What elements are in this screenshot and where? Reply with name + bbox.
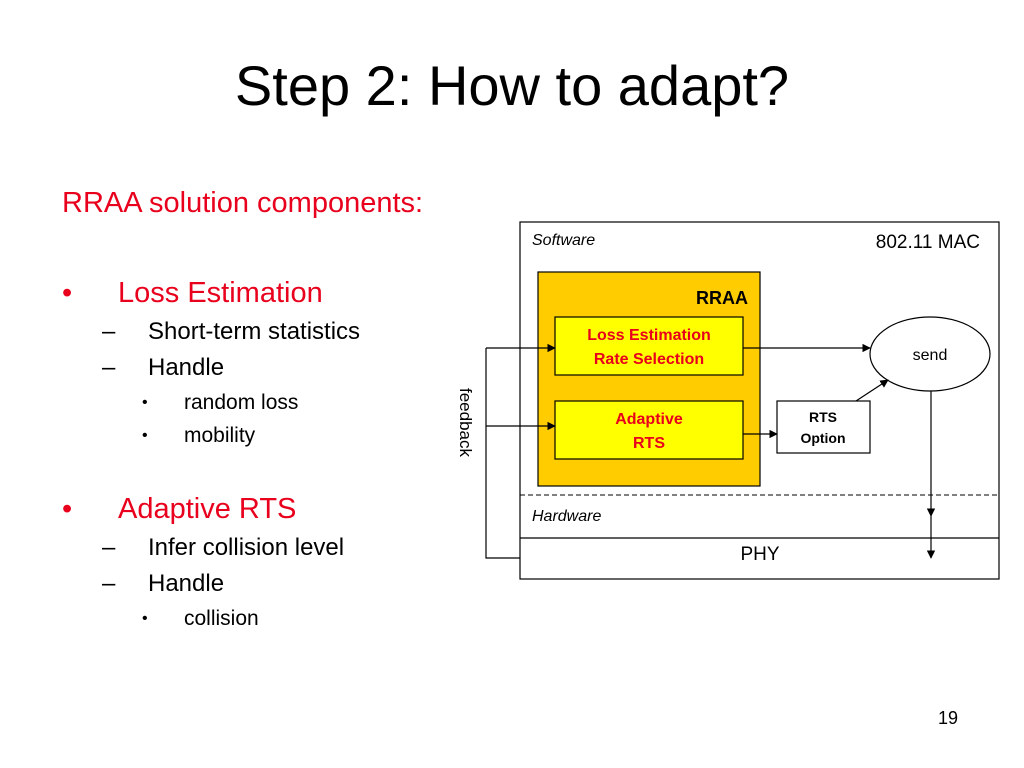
point-random-loss: • random loss	[62, 390, 502, 415]
rts-option-line1: RTS	[809, 409, 837, 425]
sub-bullet-marker: •	[142, 427, 148, 444]
adaptive-rts-box	[554, 400, 744, 460]
adaptive-label: Adaptive	[615, 411, 683, 428]
hardware-label: Hardware	[532, 508, 601, 525]
rts-option-line2: Option	[800, 430, 845, 446]
subitem-label: Handle	[148, 354, 225, 381]
point-collision: • collision	[62, 606, 502, 631]
dash-marker: –	[102, 318, 116, 345]
rate-selection-label: Rate Selection	[594, 351, 704, 368]
bullet-marker: •	[62, 493, 73, 525]
rraa-label: RRAA	[696, 288, 748, 308]
subitem-handle: – Handle	[62, 354, 502, 382]
phy-label: PHY	[740, 544, 779, 565]
subitem-label: Short-term statistics	[148, 318, 361, 345]
subitem-short-term-statistics: – Short-term statistics	[62, 318, 502, 346]
bullet-list: RRAA solution components: • Loss Estimat…	[62, 186, 502, 631]
bullet-label: Adaptive RTS	[118, 493, 297, 525]
rts-option-to-send-arrow	[855, 379, 889, 402]
point-mobility: • mobility	[62, 423, 502, 448]
rts-option-box	[776, 400, 871, 454]
slide-title: Step 2: How to adapt?	[234, 54, 790, 117]
send-label: send	[913, 347, 948, 364]
dash-marker: –	[102, 354, 116, 381]
feedback-line	[485, 348, 520, 559]
dash-marker: –	[102, 534, 116, 561]
subitem-handle: – Handle	[62, 570, 502, 598]
point-label: collision	[184, 607, 259, 630]
dash-marker: –	[102, 570, 116, 597]
send-node	[869, 316, 991, 392]
bullet-label: Loss Estimation	[118, 277, 323, 309]
page-number: 19	[938, 708, 959, 728]
sub-bullet-marker: •	[142, 394, 148, 411]
software-label: Software	[532, 232, 595, 249]
bullet-adaptive-rts: • Adaptive RTS	[62, 492, 502, 526]
loss-estimation-box	[554, 316, 744, 376]
point-label: random loss	[184, 391, 299, 414]
bullet-heading: RRAA solution components:	[62, 187, 424, 219]
bullet-marker: •	[62, 277, 73, 309]
subitem-label: Infer collision level	[148, 534, 345, 561]
point-label: mobility	[184, 424, 256, 447]
bullet-loss-estimation: • Loss Estimation	[62, 276, 502, 310]
feedback-label: feedback	[456, 388, 475, 457]
subitem-label: Handle	[148, 570, 225, 597]
sub-bullet-marker: •	[142, 610, 148, 627]
loss-estimation-label: Loss Estimation	[587, 327, 711, 344]
mac-label: 802.11 MAC	[876, 232, 980, 253]
subitem-infer-collision-level: – Infer collision level	[62, 534, 502, 562]
rts-label: RTS	[633, 435, 665, 452]
